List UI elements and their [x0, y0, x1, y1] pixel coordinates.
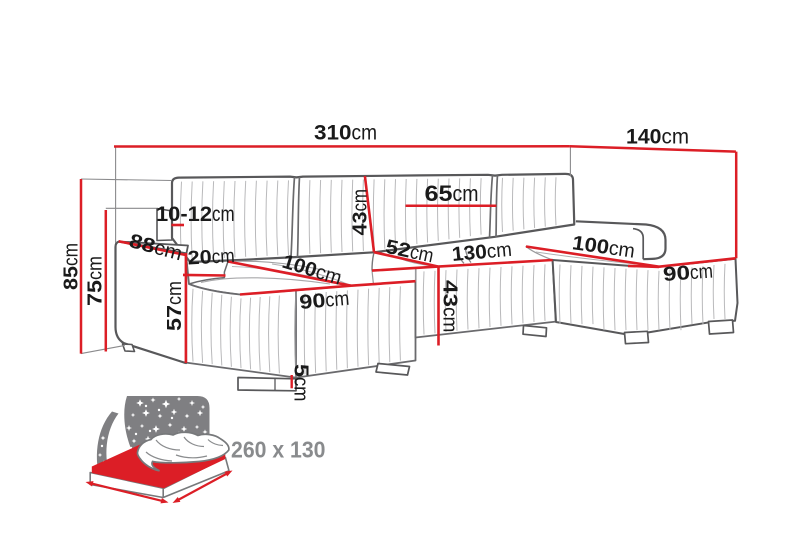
svg-text:140cm: 140cm: [626, 126, 689, 149]
svg-text:10-12cm: 10-12cm: [156, 203, 235, 226]
svg-text:130cm: 130cm: [451, 239, 513, 266]
svg-text:57cm: 57cm: [164, 281, 186, 331]
svg-text:5cm: 5cm: [290, 364, 312, 402]
svg-text:100cm: 100cm: [571, 232, 636, 263]
svg-text:52cm: 52cm: [383, 236, 435, 268]
svg-text:75cm: 75cm: [85, 256, 107, 306]
svg-text:90cm: 90cm: [662, 261, 713, 286]
svg-text:90cm: 90cm: [299, 288, 351, 314]
svg-text:260 x 130: 260 x 130: [231, 437, 326, 463]
svg-text:43cm: 43cm: [439, 280, 461, 333]
svg-text:65cm: 65cm: [425, 181, 479, 206]
svg-text:310cm: 310cm: [314, 122, 377, 145]
svg-text:43cm: 43cm: [349, 189, 371, 236]
svg-text:85cm: 85cm: [61, 243, 83, 290]
svg-text:20cm: 20cm: [187, 245, 235, 269]
